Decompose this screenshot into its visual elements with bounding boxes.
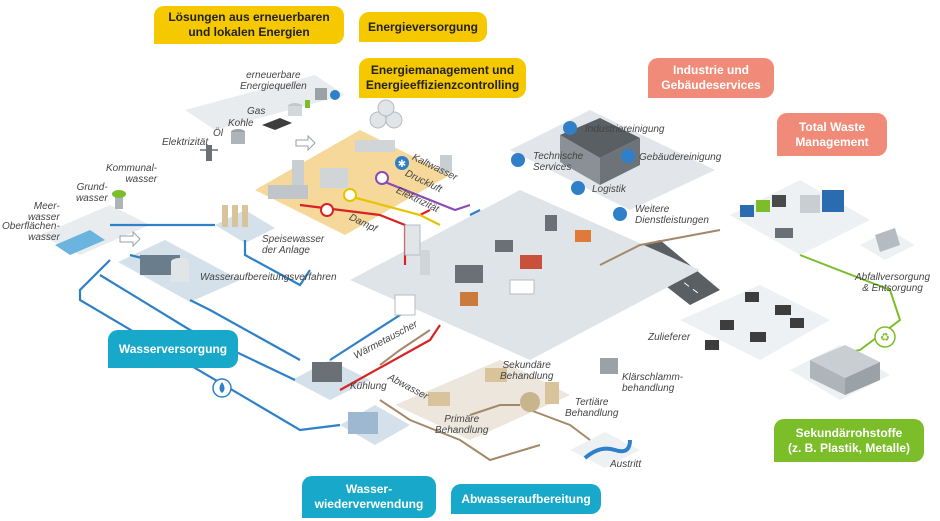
supplier-objects (705, 292, 804, 350)
wastewater-objects (428, 358, 618, 412)
person-icon (563, 121, 577, 135)
technical-services-label: Technische Services (533, 151, 584, 173)
supplier-platform (680, 285, 830, 360)
sea-water-label: Meer- wasser (28, 201, 60, 223)
secondary-raw-box: Sekundärrohstoffe (z. B. Plastik, Metall… (774, 419, 924, 462)
sludge-treatment-label: Klärschlamm- behandlung (622, 372, 684, 394)
building-cleaning-label: Gebäudereinigung (639, 152, 722, 163)
factory-platform (350, 190, 700, 360)
tertiary-treatment-label: Tertiäre Behandlung (565, 397, 619, 419)
steam-icon (320, 203, 334, 217)
gas-label: Gas (247, 106, 266, 117)
waste-platform (730, 180, 870, 255)
industrial-cleaning-label: Industriereinigung (585, 124, 665, 135)
wastewater-treatment-box: Abwasseraufbereitung (451, 484, 601, 514)
service-line (599, 229, 721, 266)
energy-supply-box: Energieversorgung (359, 12, 487, 42)
water-objects (55, 190, 378, 434)
electric-line (344, 193, 441, 226)
ground-water-label: Grund- wasser (76, 182, 108, 204)
suppliers-label: Zulieferer (648, 332, 691, 343)
electricity-source-label: Elektrizität (162, 137, 209, 148)
oil-label: Öl (213, 128, 223, 139)
gauge-icon (375, 171, 389, 185)
energy-management-box: Energiemanagement und Energieeffizienzco… (359, 58, 526, 98)
wastewater-lines (379, 329, 591, 462)
water-reuse-box: Wasser- wiederverwendung (302, 476, 436, 518)
air-line (379, 178, 471, 212)
energy-source-objects (200, 88, 340, 161)
wastewater-platform (395, 360, 570, 440)
waste-objects (740, 190, 900, 252)
helmet-icon (613, 207, 627, 221)
flow-arrow (119, 230, 141, 248)
water-supply-box: Wasserversorgung (108, 330, 238, 368)
surface-water-label: Oberflächen- wasser (2, 221, 60, 243)
primary-treatment-label: Primäre Behandlung (435, 414, 489, 436)
water-treatment-label: Wasseraufbereitungsverfahren (200, 272, 337, 283)
recycle-icon (874, 326, 896, 348)
snowflake-icon (395, 156, 409, 170)
outlet-label: Austritt (610, 459, 642, 470)
energy-sources-platform (185, 75, 345, 130)
renewable-sources-label: erneuerbare Energiequellen (240, 70, 307, 92)
flow-arrow (295, 134, 316, 152)
logistics-label: Logistik (592, 184, 626, 195)
svg-text:♻: ♻ (880, 331, 890, 344)
total-waste-box: Total Waste Management (777, 113, 887, 156)
wrench-icon (621, 149, 635, 163)
coal-label: Kohle (228, 118, 254, 129)
svg-text:✱: ✱ (398, 159, 406, 170)
industry-services-box: Industrie und Gebäudeservices (648, 58, 774, 98)
energy-plant-objects (268, 99, 452, 199)
other-services-label: Weitere Dienstleistungen (635, 204, 709, 226)
factory-objects (394, 215, 591, 316)
recycling-plant (810, 345, 880, 395)
renewables-box: Lösungen aus erneuerbaren und lokalen En… (154, 6, 344, 44)
feed-water-label: Speisewasser der Anlage (262, 234, 325, 256)
municipal-water-label: Kommunal- wasser (106, 163, 158, 185)
truck-icon (571, 181, 585, 195)
secondary-treatment-label: Sekundäre Behandlung (500, 360, 554, 382)
lightning-icon (343, 188, 357, 202)
gear-icon (511, 153, 525, 167)
cooling-label: Kühlung (350, 381, 387, 392)
waste-disposal-label: Abfallversorgung & Entsorgung (855, 272, 931, 294)
